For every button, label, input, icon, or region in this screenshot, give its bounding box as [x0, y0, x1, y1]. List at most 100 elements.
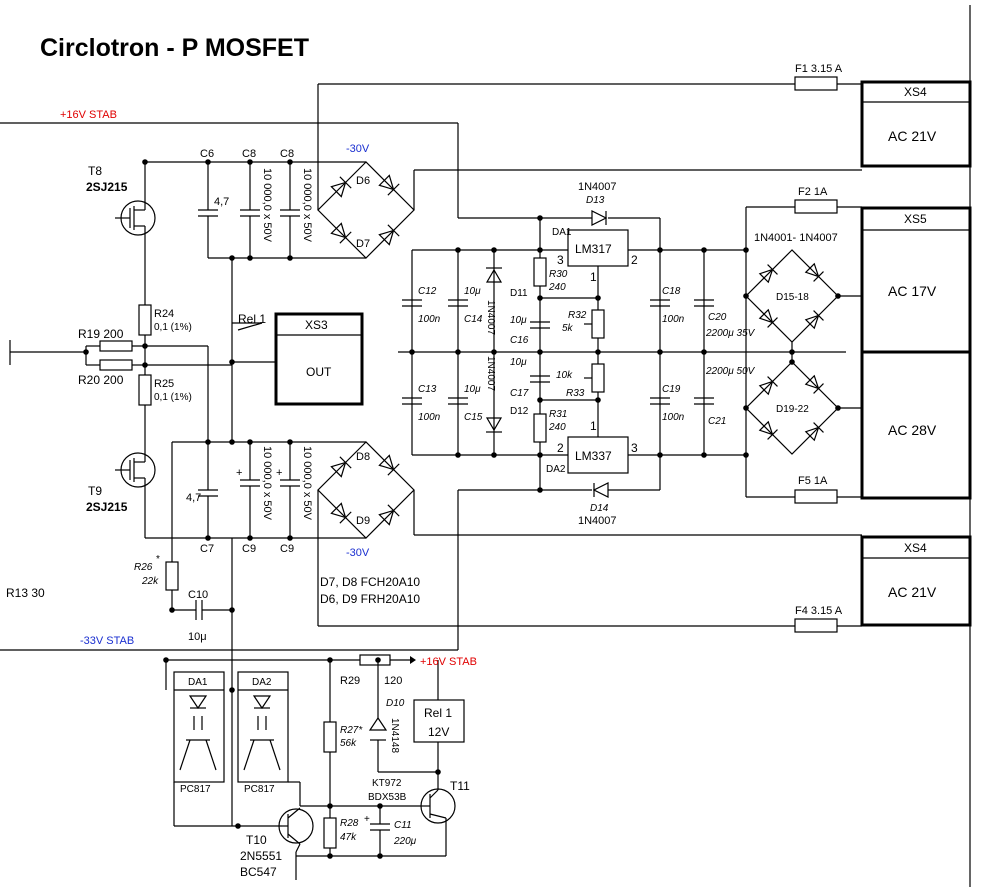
- c19-value: 100n: [662, 412, 685, 423]
- r20-label: R20 200: [78, 373, 124, 387]
- cap-c8a-label: C8: [242, 148, 256, 160]
- control-wiring: [163, 654, 447, 880]
- c13-value: 100n: [418, 412, 441, 423]
- cap-c9b-plus: +: [276, 467, 282, 479]
- c20-value: 2200μ 35V: [705, 328, 756, 339]
- page-title: Circlotron - P MOSFET: [40, 34, 309, 62]
- transistor-t11: [420, 780, 456, 824]
- c21-label: C21: [708, 416, 726, 427]
- r19-label: R19 200: [78, 327, 124, 341]
- c18-label: C18: [662, 286, 681, 297]
- rail-minus33: -33V STAB: [80, 635, 134, 647]
- bridge-part-label: 1N4001- 1N4007: [754, 232, 838, 244]
- t9-label: T9: [88, 484, 102, 498]
- r13-label: R13 30: [6, 586, 45, 600]
- c10-label: C10: [188, 589, 208, 601]
- lm337-pin3: 3: [631, 441, 638, 455]
- relay-coil-label: Rel 1: [424, 706, 452, 720]
- r26-label: R26: [134, 562, 153, 573]
- r27-label: R27*: [340, 725, 363, 736]
- xs5-label-17v: AC 17V: [888, 283, 937, 299]
- relay-coil: [413, 699, 465, 743]
- xs5-label-28v: AC 28V: [888, 422, 937, 438]
- r31-value: 240: [548, 422, 566, 433]
- transistor-t8: [115, 162, 156, 305]
- bridge-d8-d9: D8 D9: [317, 441, 415, 539]
- fuse-f4: F4 3.15 A: [318, 605, 862, 633]
- c17-value: 10μ: [510, 357, 527, 368]
- t11-part: KT972: [372, 778, 402, 789]
- c12-value: 100n: [418, 314, 441, 325]
- cap-4-7-top: 4,7: [214, 196, 229, 208]
- c14-label: C14: [464, 314, 483, 325]
- r30-value: 240: [548, 282, 566, 293]
- r25-label: R25: [154, 378, 174, 390]
- diode-d6-label: D6: [356, 175, 370, 187]
- transistor-t9: [115, 405, 156, 538]
- t11-label: T11: [450, 779, 470, 793]
- connector-xs4-bottom[interactable]: XS4 AC 21V: [860, 535, 972, 627]
- filter-bank-bottom: [145, 439, 366, 541]
- d19-22-label: D19-22: [776, 404, 809, 415]
- c19-label: C19: [662, 384, 681, 395]
- t11-part-alt: BDX53B: [368, 792, 407, 803]
- wiring-ac21-bottom: [317, 490, 862, 626]
- bridge-d15-18: [743, 207, 862, 497]
- input-network: [9, 340, 232, 442]
- c15-value: 10μ: [464, 384, 481, 395]
- r29-label: R29: [340, 675, 360, 687]
- lm317-label: LM317: [575, 242, 612, 256]
- cap-10000-a: 10 000,0 x 50V: [261, 168, 273, 243]
- c13-label: C13: [418, 384, 437, 395]
- t10-label: T10: [246, 833, 267, 847]
- cap-c9a-plus: +: [236, 467, 242, 479]
- diode-d8-label: D8: [356, 451, 370, 463]
- fuse-f1: F1 3.15 A: [318, 63, 862, 91]
- rail-plus16-relay: +16V STAB: [420, 656, 477, 668]
- r33-label: R33: [566, 388, 585, 399]
- lm317-pin3: 3: [557, 253, 564, 267]
- cap-c8b-label: C8: [280, 148, 294, 160]
- t10-part: 2N5551: [240, 849, 282, 863]
- diode-note-2: D6, D9 FRH20A10: [320, 592, 420, 606]
- cap-4-7-bottom: 4,7: [186, 492, 201, 504]
- fuse-f2: F2 1A: [746, 186, 862, 214]
- xs3-name: XS3: [305, 318, 328, 332]
- r32-label: R32: [568, 310, 587, 321]
- cap-c9b-label: C9: [280, 543, 294, 555]
- c12-label: C12: [418, 286, 437, 297]
- c21-value: 2200μ 50V: [705, 366, 756, 377]
- filter-bank-top: [142, 159, 366, 261]
- fuse-f4-label: F4 3.15 A: [795, 605, 843, 617]
- connector-xs4-top[interactable]: XS4 AC 21V: [860, 80, 972, 168]
- c11-plus: +: [364, 814, 370, 825]
- xs4-top-name: XS4: [904, 85, 927, 99]
- cap-10000-c: 10 000,0 x 50V: [261, 446, 273, 521]
- t8-part: 2SJ215: [86, 180, 128, 194]
- optocoupler-da1: [173, 671, 225, 783]
- relay-coil-voltage: 12V: [428, 725, 449, 739]
- r31-label: R31: [549, 409, 567, 420]
- connector-xs3[interactable]: XS3 OUT: [274, 312, 364, 406]
- fuse-f5-label: F5 1A: [798, 475, 828, 487]
- c16-value: 10μ: [510, 315, 527, 326]
- cap-c10: [169, 538, 235, 690]
- bridge-d6-d7: D6 D7: [317, 161, 415, 259]
- r29-value: 120: [384, 675, 402, 687]
- transistor-t10: [278, 807, 314, 853]
- r28-label: R28: [340, 818, 359, 829]
- d14-part: 1N4007: [578, 515, 617, 527]
- rail-minus30-top: -30V: [346, 143, 370, 155]
- r26-star: *: [156, 554, 160, 565]
- cap-c6-label: C6: [200, 148, 214, 160]
- d12-part: 1N4007: [485, 356, 496, 391]
- diode-d7-label: D7: [356, 238, 370, 250]
- c18-value: 100n: [662, 314, 685, 325]
- cap-10000-d: 10 000,0 x 50V: [301, 446, 313, 521]
- connector-xs5[interactable]: XS5 AC 17V AC 28V: [860, 206, 972, 500]
- c17-label: C17: [510, 388, 529, 399]
- d11-label: D11: [510, 288, 528, 299]
- c15-label: C15: [464, 412, 483, 423]
- opto-da1-label: DA1: [188, 677, 208, 688]
- r33-value: 10k: [556, 370, 573, 381]
